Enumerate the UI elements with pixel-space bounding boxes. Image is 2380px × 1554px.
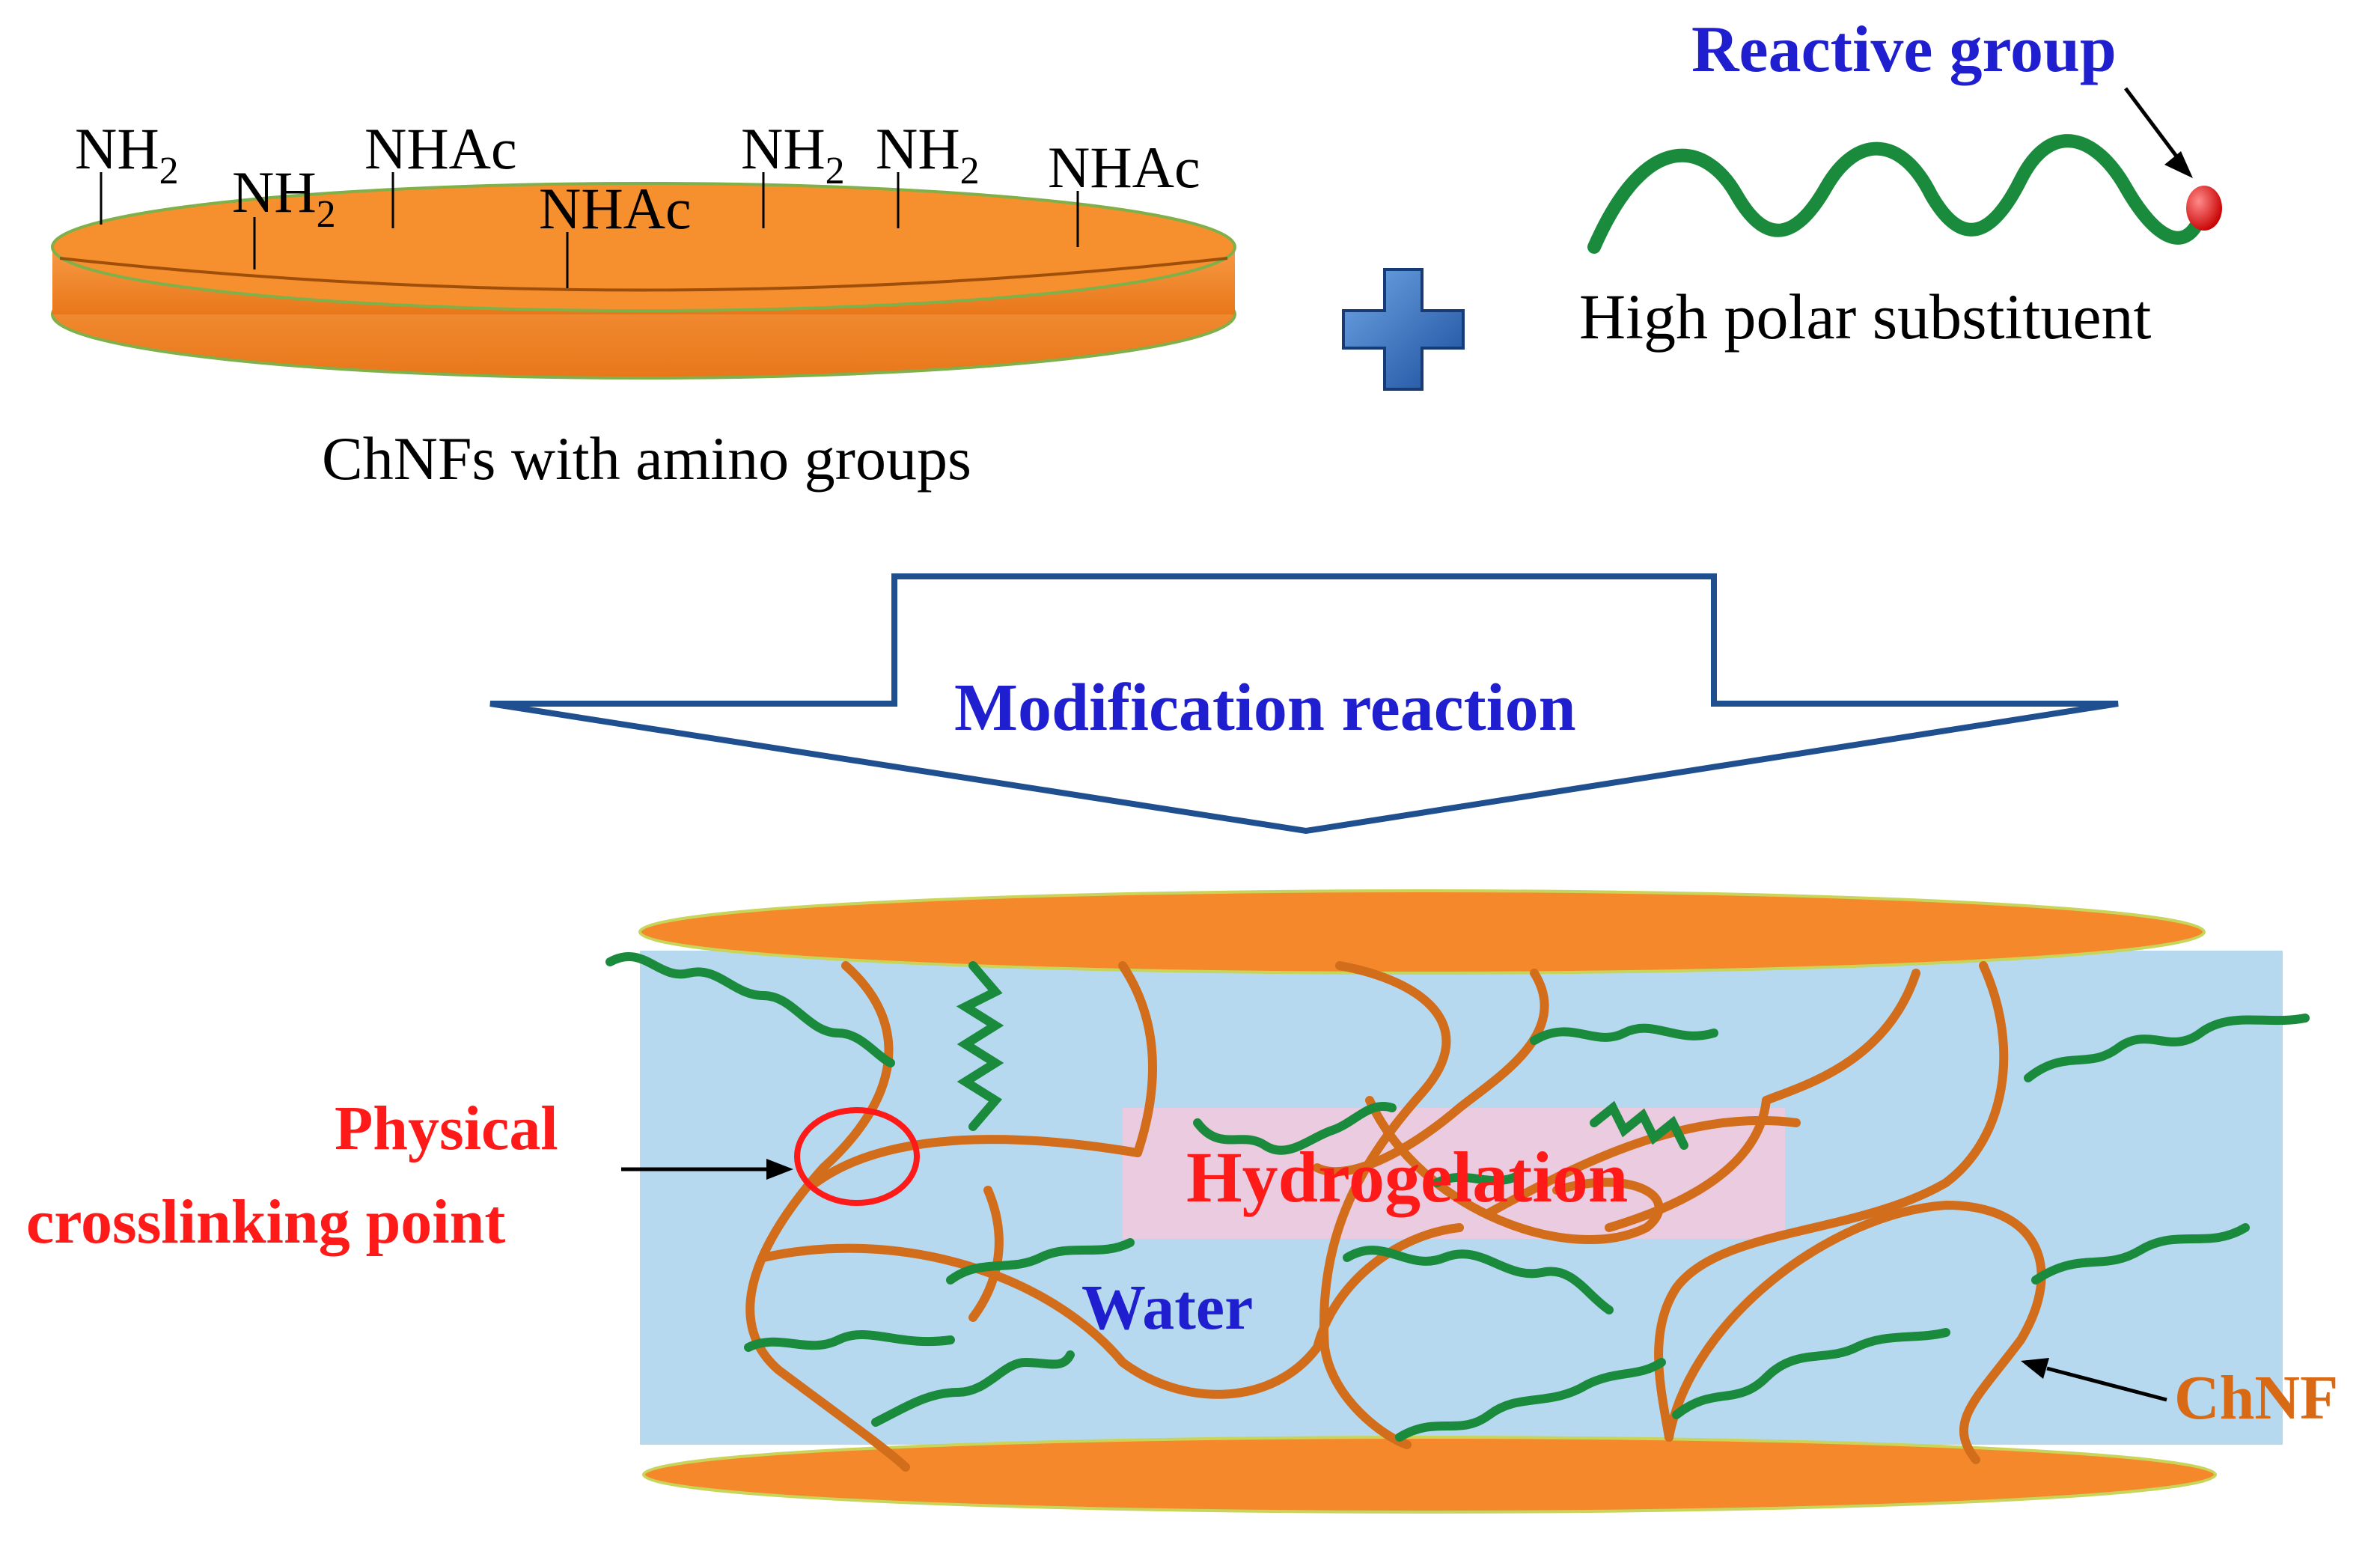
crosslink-arrow [621, 1159, 793, 1180]
reactive-arrow [2124, 87, 2193, 178]
group-label: NH2 [741, 116, 845, 192]
hydrogelation-label: Hydrogelation [1186, 1137, 1628, 1217]
crosslink-label-line2: crosslinking point [26, 1187, 505, 1257]
crosslink-label-line1: Physical [335, 1094, 558, 1163]
group-label: NHAc [539, 176, 692, 241]
chnf-arrow [2021, 1358, 2167, 1402]
group-labels: NH2 NH2 NHAc NHAc NH2 NH2 NHAc [75, 116, 1200, 241]
plus-icon [1342, 268, 1465, 391]
group-label: NHAc [1048, 135, 1200, 200]
reactive-group-dot [2186, 186, 2222, 231]
chnf-caption: ChNFs with amino groups [322, 424, 971, 493]
group-label: NH2 [232, 159, 336, 236]
group-ticks [100, 172, 1079, 288]
modification-label: Modification reaction [954, 671, 1576, 745]
polymer-chains [605, 952, 2310, 1442]
crosslink-circle [794, 1107, 920, 1206]
substituent-chain [1587, 134, 2207, 254]
water-label: Water [1081, 1271, 1253, 1343]
group-label: NH2 [876, 116, 980, 192]
chnf-label: ChNF [2174, 1363, 2338, 1433]
top-chnf-plate [638, 889, 2206, 975]
group-label: NHAc [364, 116, 517, 181]
group-label: NH2 [75, 116, 179, 192]
chnf-disc [51, 182, 1236, 380]
fiber-network [745, 961, 2046, 1472]
bottom-chnf-plate [642, 1436, 2217, 1514]
modification-arrow [489, 573, 2119, 835]
reactive-group-label: Reactive group [1691, 13, 2117, 86]
substituent-label: High polar substituent [1579, 281, 2151, 353]
